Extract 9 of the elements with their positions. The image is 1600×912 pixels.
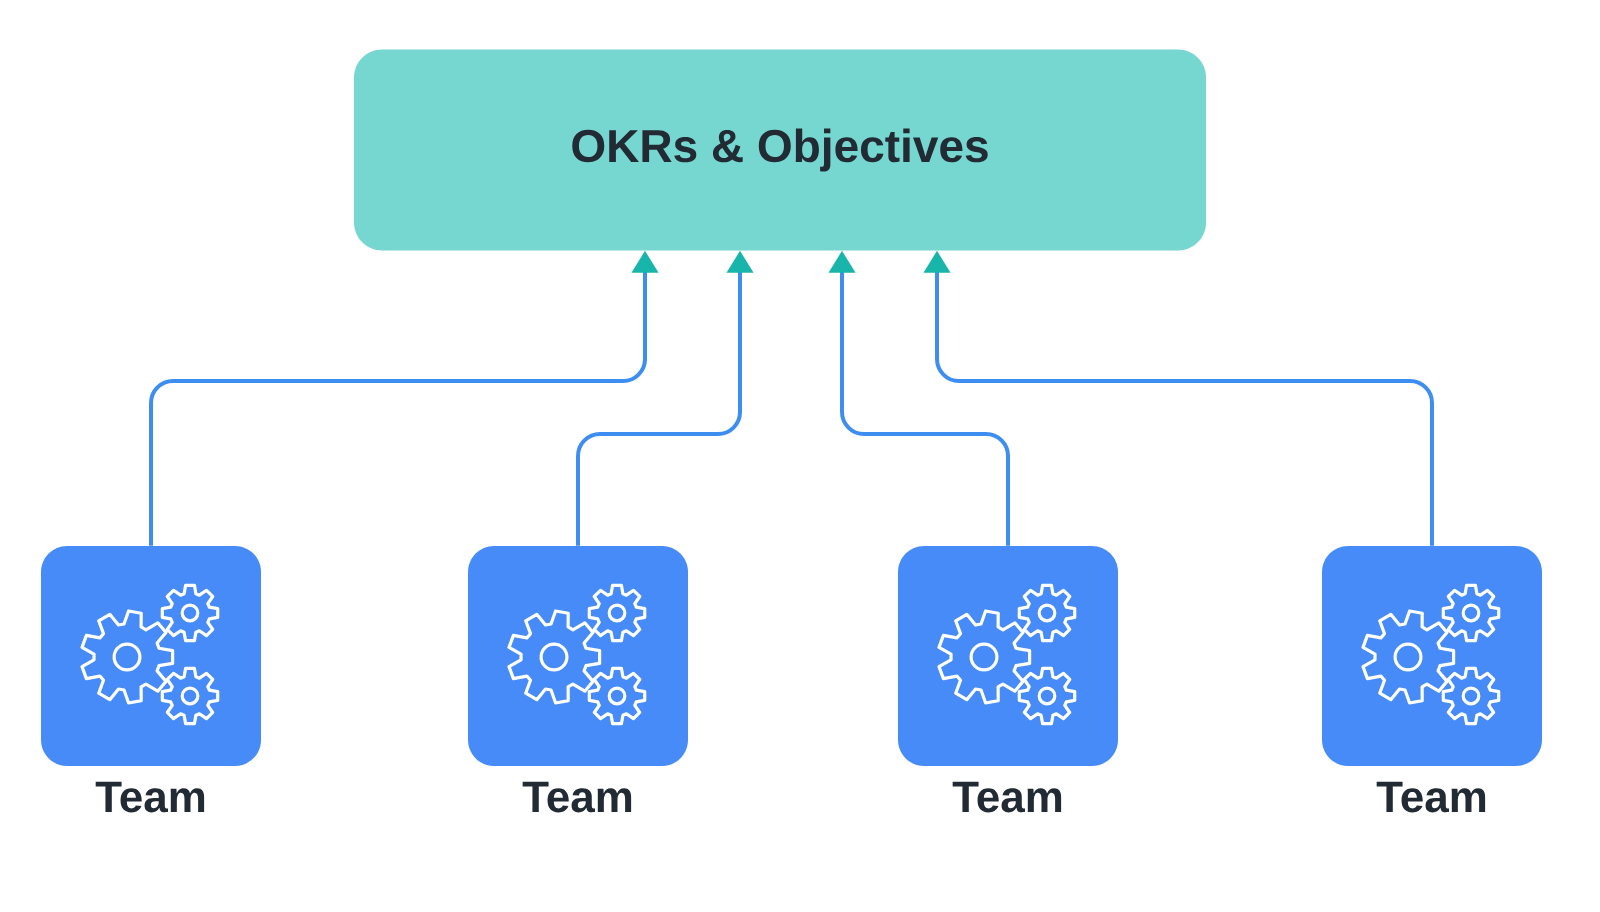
team-box: Team (1322, 546, 1542, 813)
node-label: Team (522, 781, 632, 813)
node-label: Team (1376, 781, 1486, 813)
team-box: Team (898, 546, 1118, 813)
team-box: Team (41, 546, 261, 813)
team-box: Team (468, 546, 688, 813)
objective-box: OKRs & Objectives (354, 49, 1206, 251)
node-label: Team (952, 781, 1062, 813)
node-label: Team (95, 781, 205, 813)
